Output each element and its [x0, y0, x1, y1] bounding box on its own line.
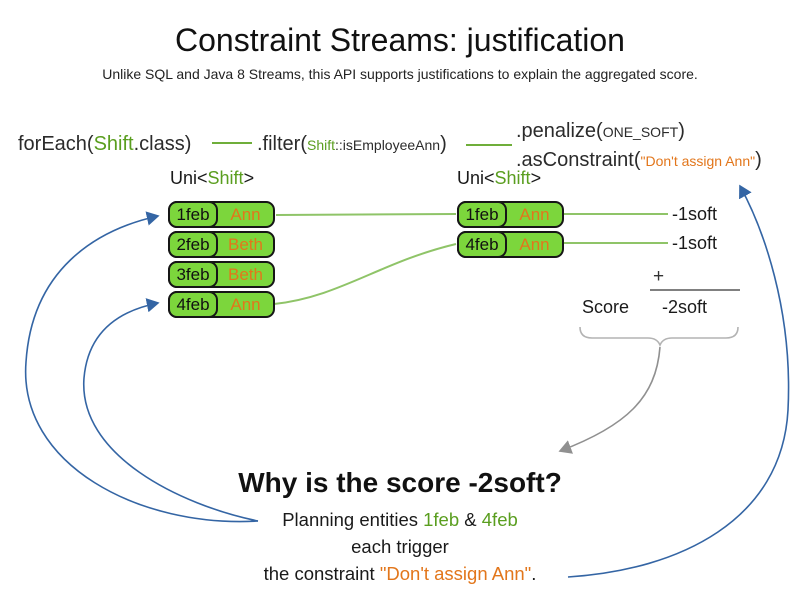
- right-label-pre: Uni<: [457, 168, 495, 188]
- asconstraint-arg: "Don't assign Ann": [640, 153, 756, 169]
- foreach-rest: .class): [133, 133, 192, 155]
- shift-date: 2feb: [168, 231, 218, 258]
- why-line2: each trigger: [351, 536, 449, 557]
- shift-date: 1feb: [168, 201, 218, 228]
- filter-method: ::isEmployeeAnn: [335, 137, 441, 153]
- score-label: Score: [582, 297, 630, 317]
- plus-sign: +: [653, 266, 665, 287]
- penalize-fn: .penalize(: [516, 120, 603, 142]
- right-label-type: Shift: [494, 168, 531, 188]
- shift-employee: Ann: [230, 204, 261, 224]
- left-stream-label: Uni<Shift>: [170, 168, 254, 189]
- left-label-type: Shift: [207, 168, 244, 188]
- code-asconstraint: .asConstraint("Don't assign Ann"): [516, 146, 762, 175]
- shift-date: 4feb: [457, 231, 507, 258]
- right-stream-table: 1feb Ann 4feb Ann: [457, 201, 564, 261]
- shift-employee: Beth: [228, 264, 263, 284]
- shift-row-3feb: 3feb Beth: [168, 261, 275, 288]
- shift-employee: Ann: [230, 294, 261, 314]
- page-subtitle: Unlike SQL and Java 8 Streams, this API …: [102, 66, 698, 82]
- asconstraint-close: ): [755, 149, 762, 171]
- penalty-1: -1soft: [672, 204, 718, 224]
- line3-pre: the constraint: [263, 563, 380, 584]
- left-stream-table: 1feb Ann 2feb Beth 3feb Beth 4feb Ann: [168, 201, 275, 321]
- foreach-fn: forEach(: [18, 133, 94, 155]
- connector-4feb-curve: [273, 243, 457, 305]
- code-filter: .filter(Shift::isEmployeeAnn): [257, 130, 447, 159]
- penalize-close: ): [678, 120, 685, 142]
- page-title: Constraint Streams: justification: [175, 22, 625, 58]
- code-penalize: .penalize(ONE_SOFT): [516, 117, 762, 146]
- gray-arrow-to-heading: [558, 346, 661, 454]
- line1-pre: Planning entities: [282, 509, 424, 530]
- why-heading: Why is the score -2soft?: [238, 467, 562, 498]
- score-brace: [579, 326, 739, 348]
- foreach-type: Shift: [93, 133, 134, 155]
- filter-close: ): [440, 133, 447, 155]
- penalize-arg: ONE_SOFT: [602, 124, 679, 140]
- filtered-row-1feb: 1feb Ann: [457, 201, 564, 228]
- filter-type: Shift: [307, 137, 336, 153]
- filtered-row-4feb: 4feb Ann: [457, 231, 564, 258]
- line1-entity2: 4feb: [481, 509, 518, 530]
- shift-employee: Ann: [519, 234, 550, 254]
- right-label-post: >: [530, 168, 542, 188]
- line3-constraint-name: "Don't assign Ann": [379, 563, 532, 584]
- asconstraint-fn: .asConstraint(: [516, 149, 641, 171]
- shift-employee: Beth: [228, 234, 263, 254]
- score-total: -2soft: [662, 297, 708, 317]
- code-penalize-block: .penalize(ONE_SOFT) .asConstraint("Don't…: [516, 117, 762, 175]
- shift-date: 4feb: [168, 291, 218, 318]
- left-label-pre: Uni<: [170, 168, 208, 188]
- line1-entity1: 1feb: [423, 509, 460, 530]
- why-line3: the constraint "Don't assign Ann".: [0, 563, 800, 585]
- shift-employee: Ann: [519, 204, 550, 224]
- shift-row-4feb: 4feb Ann: [168, 291, 275, 318]
- left-label-post: >: [243, 168, 255, 188]
- shift-row-2feb: 2feb Beth: [168, 231, 275, 258]
- line1-amp: &: [459, 509, 482, 530]
- right-stream-label: Uni<Shift>: [457, 168, 541, 189]
- filter-fn: .filter(: [257, 133, 307, 155]
- shift-row-1feb: 1feb Ann: [168, 201, 275, 228]
- shift-date: 3feb: [168, 261, 218, 288]
- line3-post: .: [531, 563, 537, 584]
- penalty-2: -1soft: [672, 233, 718, 253]
- connector-1feb-line: [275, 213, 457, 216]
- code-foreach: forEach(Shift.class): [18, 130, 191, 158]
- why-line1: Planning entities 1feb & 4feb: [0, 509, 800, 531]
- shift-date: 1feb: [457, 201, 507, 228]
